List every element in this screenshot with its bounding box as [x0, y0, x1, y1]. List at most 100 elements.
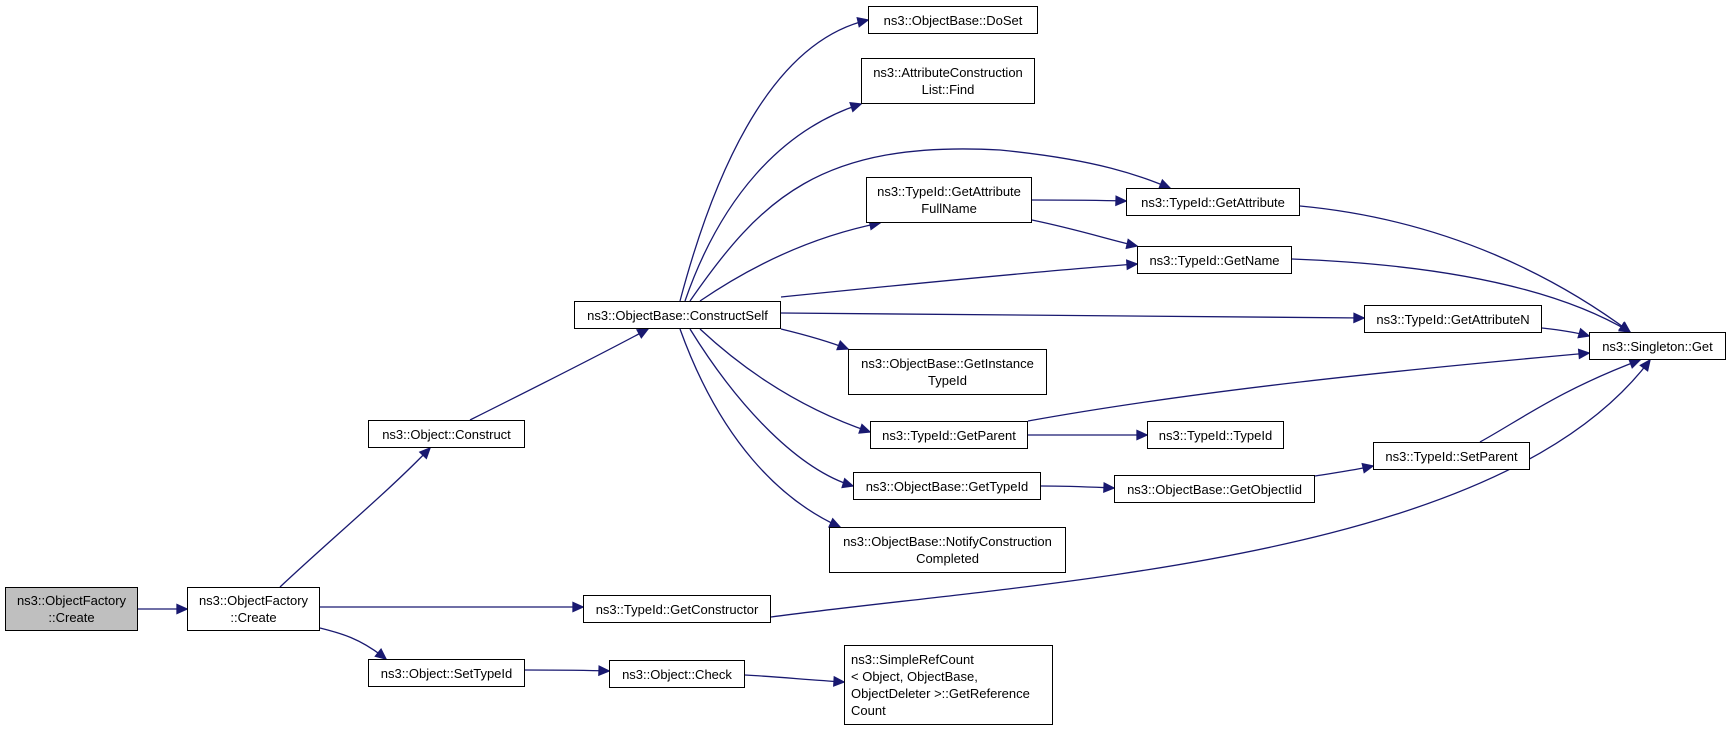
edge-n5-to-n14 [699, 328, 871, 433]
node-label-line: ns3::ObjectBase::GetTypeId [865, 478, 1029, 494]
arrowhead-icon [1353, 312, 1366, 324]
node-label-line: ns3::TypeId::SetParent [1385, 448, 1518, 464]
node-label-line: ns3::Object::SetTypeId [380, 665, 513, 681]
arrowhead-icon [1628, 358, 1642, 369]
node-label-line: < Object, ObjectBase, [851, 669, 978, 684]
node-ns3-objectbase-constructself[interactable]: ns3::ObjectBase::ConstructSelf [574, 301, 781, 329]
node-ns3-typeid-setparent[interactable]: ns3::TypeId::SetParent [1373, 442, 1530, 470]
edge-n2-to-n5 [469, 328, 649, 421]
arrowhead-icon [841, 477, 855, 489]
node-label-line: ns3::ObjectFactory [198, 593, 309, 608]
node-ns3-object-construct[interactable]: ns3::Object::Construct [368, 420, 525, 448]
arrowhead-icon [598, 665, 611, 677]
edge-n5-to-n19 [679, 328, 841, 528]
arrowhead-icon [1639, 358, 1651, 372]
arrowhead-icon [176, 603, 189, 615]
node-label-line: ns3::TypeId::GetAttribute [1141, 194, 1285, 210]
node-label-line: ns3::TypeId::GetConstructor [595, 601, 759, 617]
arrowhead-icon [1103, 482, 1116, 494]
node-label-line: TypeId [927, 373, 968, 388]
node-label-line: ::Create [48, 610, 95, 625]
node-label-line: ObjectDeleter >::GetReference [851, 686, 1030, 701]
node-label-line: ns3::TypeId::GetName [1149, 252, 1280, 268]
node-label-line: FullName [921, 201, 977, 216]
node-ns3-typeid-getattribute[interactable]: ns3::TypeId::GetAttribute [1126, 188, 1300, 216]
arrowhead-icon [1577, 327, 1591, 339]
arrowhead-icon [858, 423, 872, 434]
arrowhead-icon [636, 328, 650, 339]
node-label-line: ns3::ObjectBase::NotifyConstruction [843, 534, 1052, 549]
arrowhead-icon [833, 675, 846, 687]
node-ns3-objectfactory-create: ns3::ObjectFactory::Create [5, 587, 138, 631]
edge-n1-to-n2 [279, 447, 431, 588]
arrowhead-icon [849, 102, 863, 113]
node-ns3-typeid-typeid[interactable]: ns3::TypeId::TypeId [1147, 421, 1284, 449]
edge-n4-to-n20 [524, 669, 610, 672]
arrowhead-icon [1125, 238, 1139, 250]
arrowhead-icon [572, 601, 585, 613]
arrowhead-icon [1361, 462, 1375, 474]
edge-n5-to-n10 [780, 263, 1138, 298]
node-label-line: Count [851, 703, 886, 718]
arrowhead-icon [1618, 321, 1632, 333]
node-ns3-objectbase-gettypeid[interactable]: ns3::ObjectBase::GetTypeId [853, 472, 1041, 500]
arrowhead-icon [856, 16, 870, 28]
node-ns3-objectfactory-create[interactable]: ns3::ObjectFactory::Create [187, 587, 320, 631]
node-ns3-typeid-getparent[interactable]: ns3::TypeId::GetParent [870, 421, 1028, 449]
edge-n5-to-n8 [699, 222, 881, 302]
edge-n8-to-n10 [1031, 219, 1138, 247]
arrowhead-icon [1125, 259, 1139, 271]
arrowhead-icon [1136, 429, 1149, 441]
node-ns3-object-check[interactable]: ns3::Object::Check [609, 660, 745, 688]
node-ns3-simplerefcount-object-objectbase-objectdeleter-getreference-count[interactable]: ns3::SimpleRefCount< Object, ObjectBase,… [844, 645, 1053, 725]
node-ns3-singleton-get[interactable]: ns3::Singleton::Get [1589, 332, 1726, 360]
edge-n20-to-n21 [744, 674, 845, 683]
node-ns3-typeid-getattributen[interactable]: ns3::TypeId::GetAttributeN [1364, 305, 1542, 333]
node-label-line: ns3::AttributeConstruction [873, 65, 1023, 80]
edge-n5-to-n7 [684, 103, 862, 302]
node-label-line: ns3::ObjectBase::GetInstance [861, 356, 1034, 371]
node-label-line: ns3::TypeId::GetAttribute [877, 184, 1021, 199]
edge-n16-to-n17 [1040, 485, 1115, 489]
node-label-line: ns3::Object::Check [622, 666, 732, 682]
node-label-line: ns3::TypeId::GetAttributeN [1376, 311, 1530, 327]
node-ns3-object-settypeid[interactable]: ns3::Object::SetTypeId [368, 659, 525, 687]
edge-n9-to-n12 [1299, 205, 1631, 333]
node-label-line: Completed [916, 551, 979, 566]
edge-n5-to-n11 [780, 312, 1365, 319]
node-ns3-typeid-getconstructor[interactable]: ns3::TypeId::GetConstructor [583, 595, 771, 623]
edge-n10-to-n12 [1291, 258, 1631, 333]
node-ns3-objectbase-getobjectiid[interactable]: ns3::ObjectBase::GetObjectIid [1114, 475, 1315, 503]
arrowhead-icon [418, 446, 432, 460]
edge-n8-to-n9 [1031, 199, 1127, 202]
edge-n5-to-n6 [679, 19, 869, 302]
edge-n14-to-n12 [1027, 352, 1590, 422]
node-label-line: ns3::Singleton::Get [1602, 338, 1713, 354]
arrowhead-icon [374, 648, 388, 660]
arrowhead-icon [1115, 195, 1128, 207]
arrowhead-icon [828, 517, 842, 528]
node-label-line: ns3::TypeId::TypeId [1158, 427, 1273, 443]
node-label-line: ::Create [230, 610, 277, 625]
arrowhead-icon [836, 340, 850, 351]
arrowhead-icon [1577, 348, 1591, 360]
node-label-line: ns3::ObjectBase::DoSet [883, 12, 1023, 28]
node-label-line: ns3::SimpleRefCount [851, 652, 974, 667]
node-label-line: ns3::ObjectBase::GetObjectIid [1127, 481, 1302, 497]
node-label-line: ns3::ObjectFactory [16, 593, 127, 608]
edge-n5-to-n9 [689, 148, 1171, 302]
node-ns3-typeid-getname[interactable]: ns3::TypeId::GetName [1137, 246, 1292, 274]
edge-n5-to-n16 [689, 328, 854, 487]
edge-n18-to-n12 [1479, 359, 1641, 443]
edge-n3-to-n12 [770, 359, 1651, 618]
node-label-line: ns3::ObjectBase::ConstructSelf [587, 307, 768, 323]
node-ns3-objectbase-doset[interactable]: ns3::ObjectBase::DoSet [868, 6, 1038, 34]
node-label-line: ns3::TypeId::GetParent [882, 427, 1016, 443]
node-label-line: List::Find [921, 82, 975, 97]
